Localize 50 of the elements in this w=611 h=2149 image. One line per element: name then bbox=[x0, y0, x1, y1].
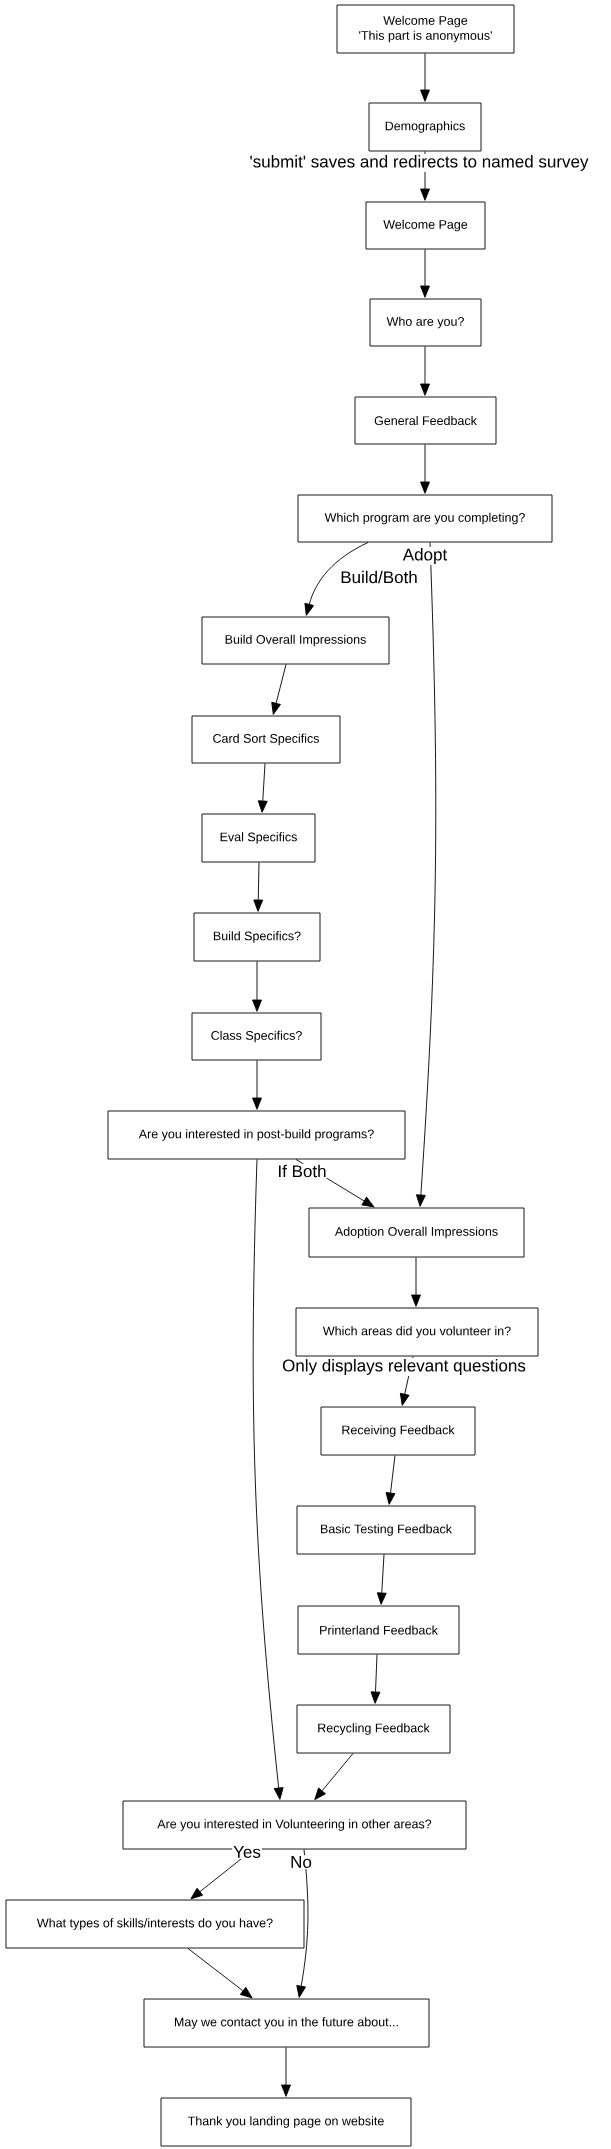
arrow bbox=[411, 1257, 421, 1307]
arrow bbox=[314, 1753, 354, 1801]
process-box: Build Overall Impressions bbox=[201, 616, 390, 665]
arrow bbox=[281, 2047, 291, 2097]
arrow bbox=[253, 862, 264, 912]
arrow bbox=[370, 1654, 381, 1704]
process-box: Printerland Feedback bbox=[297, 1605, 460, 1655]
process-box: May we contact you in the future about... bbox=[143, 1998, 430, 2048]
process-box: Eval Specifics bbox=[201, 813, 316, 863]
edge-label: Yes bbox=[232, 1845, 262, 1859]
process-box: Which areas did you volunteer in? bbox=[295, 1307, 539, 1357]
edge-label: 'submit' saves and redirects to named survey bbox=[248, 154, 590, 172]
edge-label: Adopt bbox=[401, 547, 449, 565]
edge-label: If Both bbox=[276, 1163, 328, 1179]
arrow bbox=[415, 542, 437, 1207]
arrow bbox=[187, 1948, 253, 1999]
edge-label: No bbox=[289, 1855, 313, 1869]
process-box: Thank you landing page on website bbox=[160, 2097, 412, 2147]
arrow bbox=[420, 346, 430, 396]
process-box: Demographics bbox=[368, 102, 482, 152]
process-box: Recycling Feedback bbox=[296, 1704, 451, 1754]
arrow bbox=[252, 1060, 262, 1110]
process-box: Class Specifics? bbox=[191, 1012, 322, 1061]
process-box: What types of skills/interests do you have? bbox=[5, 1899, 305, 1949]
process-box: Which program are you completing? bbox=[297, 494, 553, 543]
process-box: Receiving Feedback bbox=[320, 1406, 476, 1456]
process-box: General Feedback bbox=[354, 396, 497, 445]
arrow bbox=[296, 1849, 309, 1998]
process-box: Build Specifics? bbox=[193, 912, 321, 962]
arrow bbox=[385, 1455, 396, 1505]
arrow bbox=[420, 151, 430, 201]
arrow bbox=[252, 1159, 284, 1800]
arrow bbox=[271, 664, 287, 715]
arrow bbox=[420, 53, 430, 102]
process-box: Adoption Overall Impressions bbox=[308, 1207, 525, 1258]
process-box: Welcome Page bbox=[365, 201, 486, 250]
edge-label: Only displays relevant questions bbox=[281, 1358, 527, 1376]
arrow bbox=[420, 249, 430, 298]
process-box: Welcome Page 'This part is anonymous' bbox=[336, 4, 515, 54]
process-box: Card Sort Specifics bbox=[191, 715, 341, 764]
arrow bbox=[304, 542, 369, 616]
arrow bbox=[257, 763, 268, 813]
edge-label: Build/Both bbox=[339, 569, 419, 585]
process-box: Are you interested in post-build programs? bbox=[107, 1110, 406, 1160]
arrow bbox=[252, 961, 262, 1012]
arrow bbox=[376, 1554, 387, 1605]
process-box: Basic Testing Feedback bbox=[296, 1505, 476, 1555]
process-box: Who are you? bbox=[369, 298, 482, 347]
arrow bbox=[399, 1356, 414, 1406]
arrow bbox=[420, 444, 430, 494]
